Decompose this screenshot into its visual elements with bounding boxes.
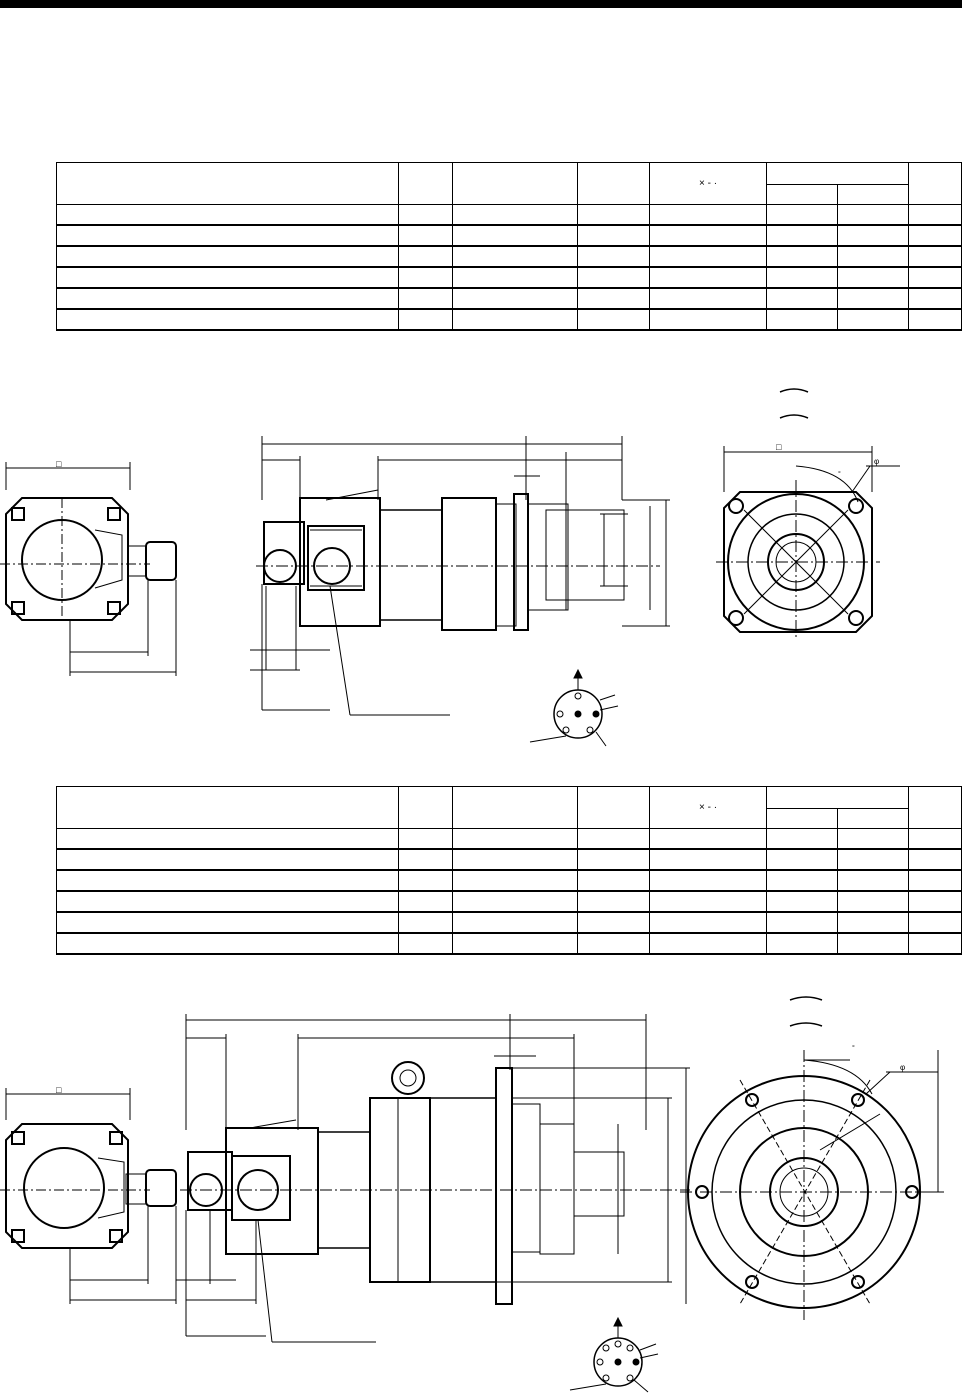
phi-symbol: φ	[900, 1063, 905, 1072]
header-sub-cell	[837, 808, 909, 829]
square-symbol: □	[56, 1085, 62, 1095]
side-view-2	[176, 1014, 690, 1342]
square-symbol: □	[776, 442, 782, 452]
header-cell	[452, 786, 578, 829]
header-cell	[56, 162, 399, 205]
connector-pinout-1	[530, 670, 618, 746]
header-cell	[398, 786, 453, 829]
end-view-left: □	[0, 459, 176, 676]
header-symbol-cell: × - ·	[649, 786, 767, 829]
header-cell	[908, 162, 962, 205]
header-cell	[577, 162, 650, 205]
header-cell	[908, 786, 962, 829]
header-sub-cell	[837, 184, 909, 205]
degree-symbol: °	[852, 1044, 855, 1052]
header-cell	[577, 786, 650, 829]
header-cell	[56, 786, 399, 829]
connector-pinout-2	[570, 1318, 658, 1392]
spec-table-1: × - ·	[56, 162, 962, 331]
flange-view-2: φ °	[680, 997, 944, 1320]
side-view	[250, 436, 670, 715]
spec-table-2: × - ·	[56, 786, 962, 955]
motor-drawing-2: □	[0, 990, 962, 1396]
flange-view-1: □ φ °	[716, 389, 900, 640]
degree-symbol: °	[838, 470, 841, 478]
end-view-left-2: □	[0, 1085, 176, 1304]
header-symbol-cell: × - ·	[649, 162, 767, 205]
header-group-cell	[766, 786, 909, 809]
header-group-cell	[766, 162, 909, 185]
phi-symbol: φ	[874, 457, 879, 466]
square-symbol: □	[56, 459, 62, 469]
header-sub-cell	[766, 184, 838, 205]
header-cell	[452, 162, 578, 205]
header-sub-cell	[766, 808, 838, 829]
top-rule	[0, 0, 962, 8]
motor-drawing-1: □	[0, 380, 962, 750]
header-cell	[398, 162, 453, 205]
